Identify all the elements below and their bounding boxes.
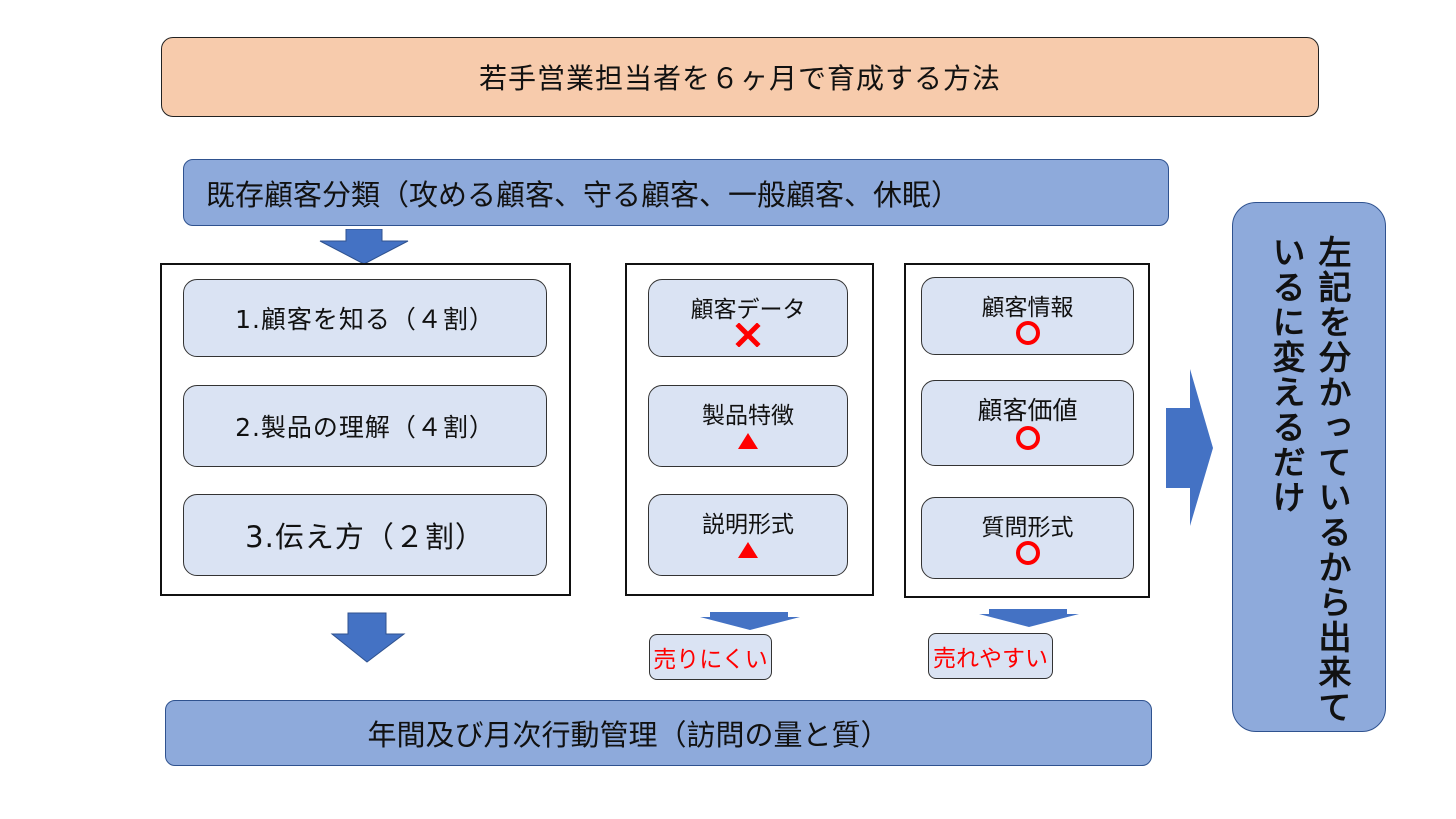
cross-icon	[735, 322, 761, 348]
step-card: 2.製品の理解（４割）	[183, 385, 547, 467]
conclusion-box: 左記を分かっているから出来ているに変えるだけ	[1232, 202, 1386, 732]
strong-item-label: 顧客情報	[981, 295, 1074, 321]
strong-item-card: 顧客価値	[921, 380, 1134, 466]
weak-item-label: 顧客データ	[690, 297, 806, 323]
weak-item-label: 説明形式	[702, 512, 794, 538]
triangle-icon	[736, 537, 760, 563]
weak-item-card: 製品特徴	[648, 385, 848, 467]
easy-to-sell-text: 売れやすい	[933, 646, 1048, 672]
customer-classification-text: 既存顧客分類（攻める顧客、守る顧客、一般顧客、休眠）	[206, 177, 961, 212]
strong-item-label: 顧客価値	[977, 396, 1078, 425]
step-label: 2.製品の理解（４割）	[235, 413, 495, 442]
customer-classification-bar: 既存顧客分類（攻める顧客、守る顧客、一般顧客、休眠）	[183, 159, 1169, 226]
circle-icon	[1015, 540, 1041, 566]
circle-icon	[1015, 320, 1041, 346]
step-label: 1.顧客を知る（４割）	[235, 305, 495, 334]
strong-item-card: 顧客情報	[921, 277, 1134, 355]
step-card: 1.顧客を知る（４割）	[183, 279, 547, 357]
arrow-right-icon	[1166, 369, 1213, 526]
arrow-down-icon	[330, 612, 406, 663]
activity-management-bar: 年間及び月次行動管理（訪問の量と質）	[165, 700, 1152, 766]
easy-to-sell-badge: 売れやすい	[928, 633, 1053, 679]
activity-management-text: 年間及び月次行動管理（訪問の量と質）	[367, 718, 890, 752]
hard-to-sell-badge: 売りにくい	[649, 634, 772, 680]
arrow-down-icon	[979, 609, 1079, 627]
triangle-icon	[736, 428, 760, 454]
weak-item-label: 製品特徴	[702, 403, 794, 429]
step-label: 3.伝え方（２割）	[245, 520, 485, 554]
circle-icon	[1015, 425, 1041, 451]
weak-item-card: 説明形式	[648, 494, 848, 576]
strong-item-card: 質問形式	[921, 497, 1134, 579]
step-card: 3.伝え方（２割）	[183, 494, 547, 576]
arrow-down-icon	[700, 612, 800, 630]
conclusion-text: 左記を分かっているから出来ているに変えるだけ	[1267, 235, 1352, 725]
diagram-title-text: 若手営業担当者を６ヶ月で育成する方法	[478, 62, 1001, 95]
arrow-down-icon	[319, 229, 409, 265]
diagram-title: 若手営業担当者を６ヶ月で育成する方法	[161, 37, 1319, 117]
hard-to-sell-text: 売りにくい	[653, 647, 768, 673]
weak-item-card: 顧客データ	[648, 279, 848, 357]
strong-item-label: 質問形式	[981, 515, 1074, 541]
